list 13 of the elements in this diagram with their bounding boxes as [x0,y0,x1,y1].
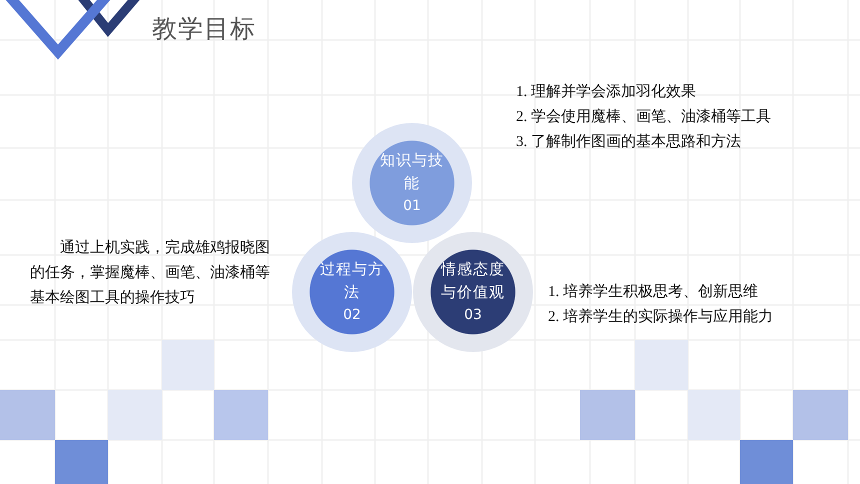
list-item: 2. 学会使用魔棒、画笔、油漆桶等工具 [516,108,772,127]
list-item: 2. 培养学生的实际操作与应用能力 [548,307,774,327]
circle-title: 知识与技能 [379,150,445,194]
circle-number: 03 [464,306,482,325]
circle-number: 02 [343,306,361,325]
slide-title: 教学目标 [152,13,256,45]
list-item: 1. 理解并学会添加羽化效果 [516,82,697,102]
circle-number: 01 [403,197,421,216]
list-item: 3. 了解制作图画的基本思路和方法 [516,132,742,152]
list-item: 1. 培养学生积极思考、创新思维 [548,282,759,302]
circle-title: 过程与方法 [319,259,385,303]
circle-title: 情感态度与价值观 [440,259,506,303]
paragraph: 通过上机实践，完成雄鸡报晓图的任务，掌握魔棒、画笔、油漆桶等基本绘图工具的操作技巧 [30,238,270,308]
